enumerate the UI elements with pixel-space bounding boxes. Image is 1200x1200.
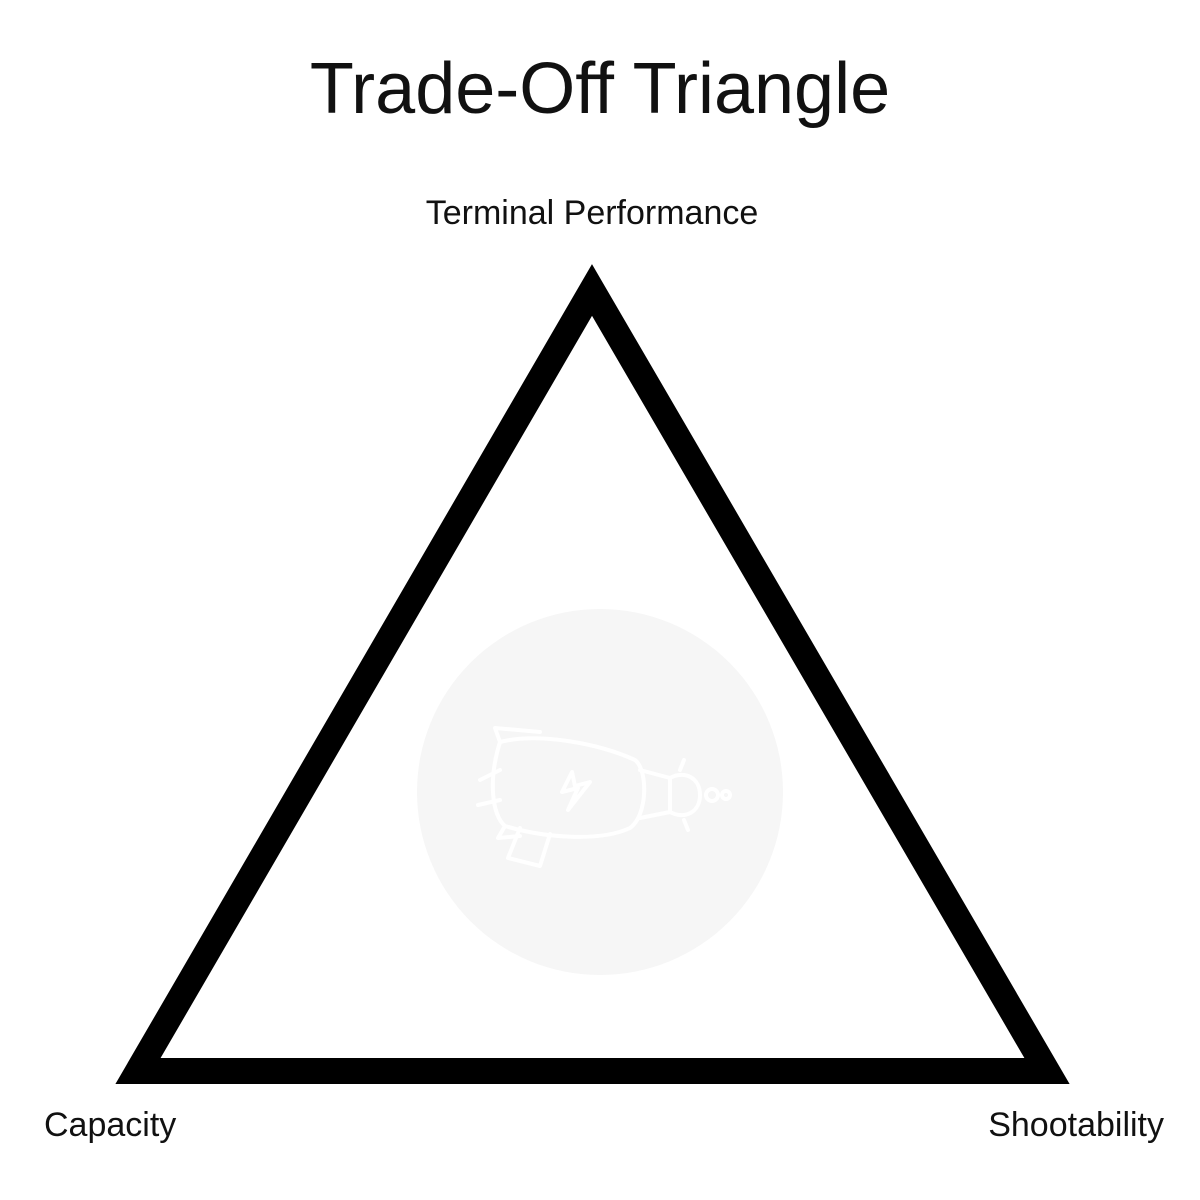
watermark [417,609,783,975]
vertex-label-bottom-right: Shootability [988,1106,1164,1144]
vertex-label-top: Terminal Performance [425,194,759,232]
watermark-circle [417,609,783,975]
diagram-title: Trade-Off Triangle [309,49,891,129]
trade-off-triangle [115,264,1070,1084]
vertex-label-bottom-left: Capacity [44,1106,177,1144]
ray-gun-icon [476,726,732,868]
